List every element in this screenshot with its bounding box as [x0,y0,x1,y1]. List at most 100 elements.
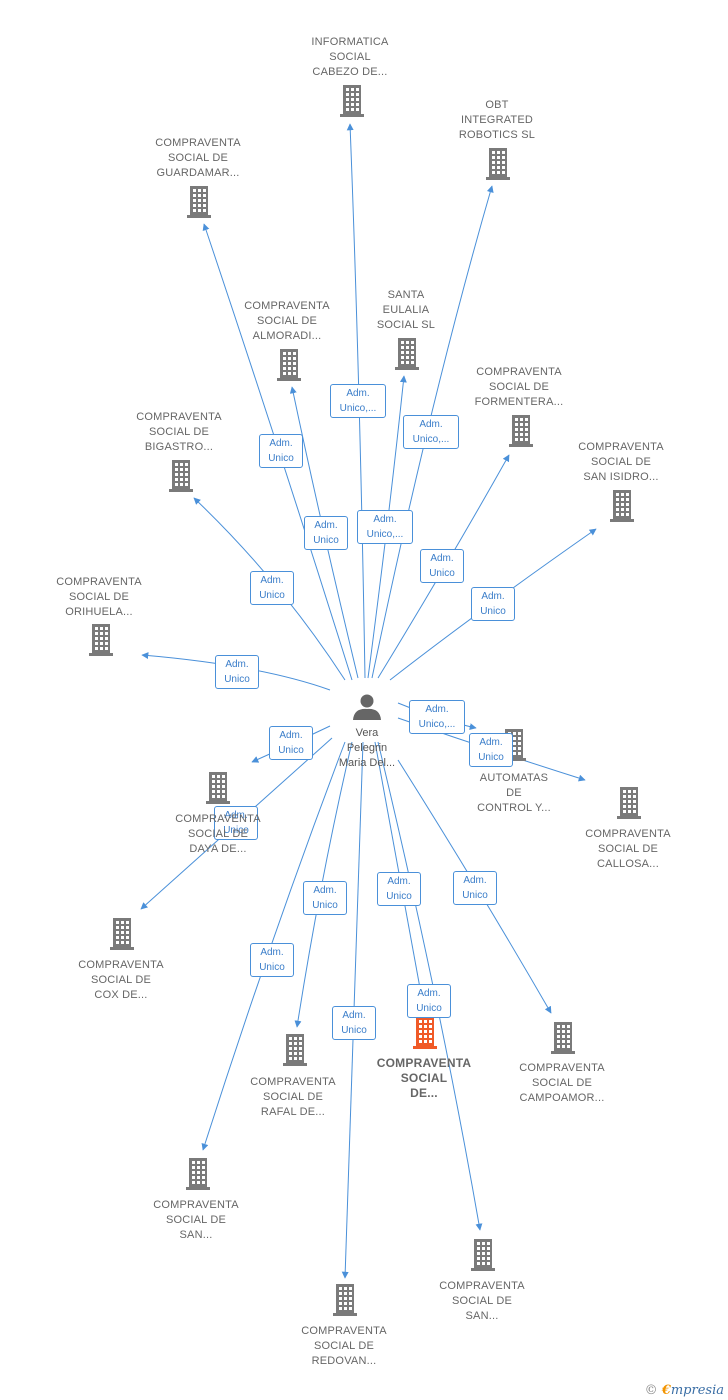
edge-label-line: Adm. [463,875,487,886]
company-label-line: SAN... [179,1229,213,1241]
building-icon-daya[interactable] [206,772,230,804]
person-name-line: Maria Del... [338,757,396,769]
edge-label-line: Adm. [430,553,454,564]
building-icon-san-2[interactable] [471,1239,495,1271]
edge-label-bigastro[interactable]: Adm.Unico [250,571,294,605]
edge-label-current[interactable]: Adm.Unico [407,984,451,1018]
person-icon[interactable] [353,694,381,721]
company-label-line: COMPRAVENTA [153,1199,239,1211]
edge-label-informatica[interactable]: Adm.Unico,... [330,384,386,418]
edge-label-almoradi[interactable]: Adm.Unico [304,516,348,550]
edge-label-line: Adm. [313,885,337,896]
edge-label-line: Unico [259,590,285,601]
company-label-line: COMPRAVENTA [578,441,664,453]
company-label-line: CALLOSA... [597,858,659,870]
company-label-orihuela[interactable]: COMPRAVENTA SOCIAL DE ORIHUELA... [34,575,164,620]
building-icon-campoamor[interactable] [551,1022,575,1054]
edge-label-line: Unico [386,891,412,902]
edge-label-line: Unico [224,674,250,685]
company-label-line: COMPRAVENTA [250,1076,336,1088]
edge-label-cox[interactable]: Adm.Unico [214,806,258,840]
edge-label-campoamor[interactable]: Adm.Unico [453,871,497,905]
company-label-line: COMPRAVENTA [136,411,222,423]
edge-label-redovan[interactable]: Adm.Unico [332,1006,376,1040]
company-label-line: REDOVAN... [311,1355,377,1367]
company-label-line: OBT [485,99,509,111]
building-icon-bigastro[interactable] [169,460,193,492]
edge-label-line: Adm. [419,419,443,430]
building-icon-formentera[interactable] [509,415,533,447]
building-icon-san-1[interactable] [186,1158,210,1190]
edge-label-obt[interactable]: Adm.Unico,... [403,415,459,449]
edge-label-callosa[interactable]: Adm.Unico [469,733,513,767]
company-label-line: SOCIAL DE [256,315,318,327]
building-icon-cox[interactable] [110,918,134,950]
building-icon-rafal[interactable] [283,1034,307,1066]
company-label-line: SOCIAL DE [68,591,130,603]
company-label-line: FORMENTERA... [474,396,564,408]
edge-label-san-isidro[interactable]: Adm.Unico [471,587,515,621]
company-label-line: BIGASTRO... [144,441,214,453]
edge-redovan [341,741,364,1279]
building-icon-obt[interactable] [486,148,510,180]
edge-label-line: Unico [313,535,339,546]
edge-label-line: Unico [312,900,338,911]
edge-label-line: Unico [278,745,304,756]
edge-label-formentera[interactable]: Adm.Unico [420,549,464,583]
building-icon-santa-eulalia[interactable] [395,338,419,370]
company-label-line: COMPRAVENTA [301,1325,387,1337]
company-label-line: DE [506,787,522,799]
building-icon-orihuela[interactable] [89,624,113,656]
building-icon-almoradi[interactable] [277,349,301,381]
company-label-line: SOCIAL DE [148,426,210,438]
edge-label-san-2[interactable]: Adm.Unico [377,872,421,906]
edge-label-daya[interactable]: Adm.Unico [269,726,313,760]
person-name-line: Pelegrin [346,742,388,754]
edge-label-san-1[interactable]: Adm.Unico [250,943,294,977]
copyright-symbol: © [644,1383,658,1398]
edge-label-automatas[interactable]: Adm.Unico,... [409,700,465,734]
edge-label-orihuela[interactable]: Adm.Unico [215,655,259,689]
company-label-line: COMPRAVENTA [56,576,142,588]
building-icon-current[interactable] [413,1017,437,1049]
building-icon-redovan[interactable] [333,1284,357,1316]
company-label-line: COMPRAVENTA [476,366,562,378]
company-label-bigastro[interactable]: COMPRAVENTA SOCIAL DE BIGASTRO... [114,410,244,455]
company-label-line: EULALIA [382,304,430,316]
edge-label-santa-eulalia[interactable]: Adm.Unico,... [357,510,413,544]
company-label-line: RAFAL DE... [260,1106,326,1118]
building-icon-guardamar[interactable] [187,186,211,218]
edge-label-line: Adm. [269,438,293,449]
empresia-logo-e: € [661,1383,671,1398]
edge-label-line: Adm. [342,1010,366,1021]
edge-label-line: Unico,... [339,403,377,414]
company-label-line: DAYA DE... [189,843,247,855]
edge-label-rafal[interactable]: Adm. Unico [303,881,347,915]
edge-label-line: Adm. [425,704,449,715]
company-label-line: ROBOTICS SL [458,129,536,141]
building-icon-informatica[interactable] [340,85,364,117]
company-label-line: SOCIAL DE [531,1077,593,1089]
building-icon-san-isidro[interactable] [610,490,634,522]
edge-label-guardamar[interactable]: Adm.Unico [259,434,303,468]
company-label-line: ORIHUELA... [65,606,133,618]
building-icon-callosa[interactable] [617,787,641,819]
